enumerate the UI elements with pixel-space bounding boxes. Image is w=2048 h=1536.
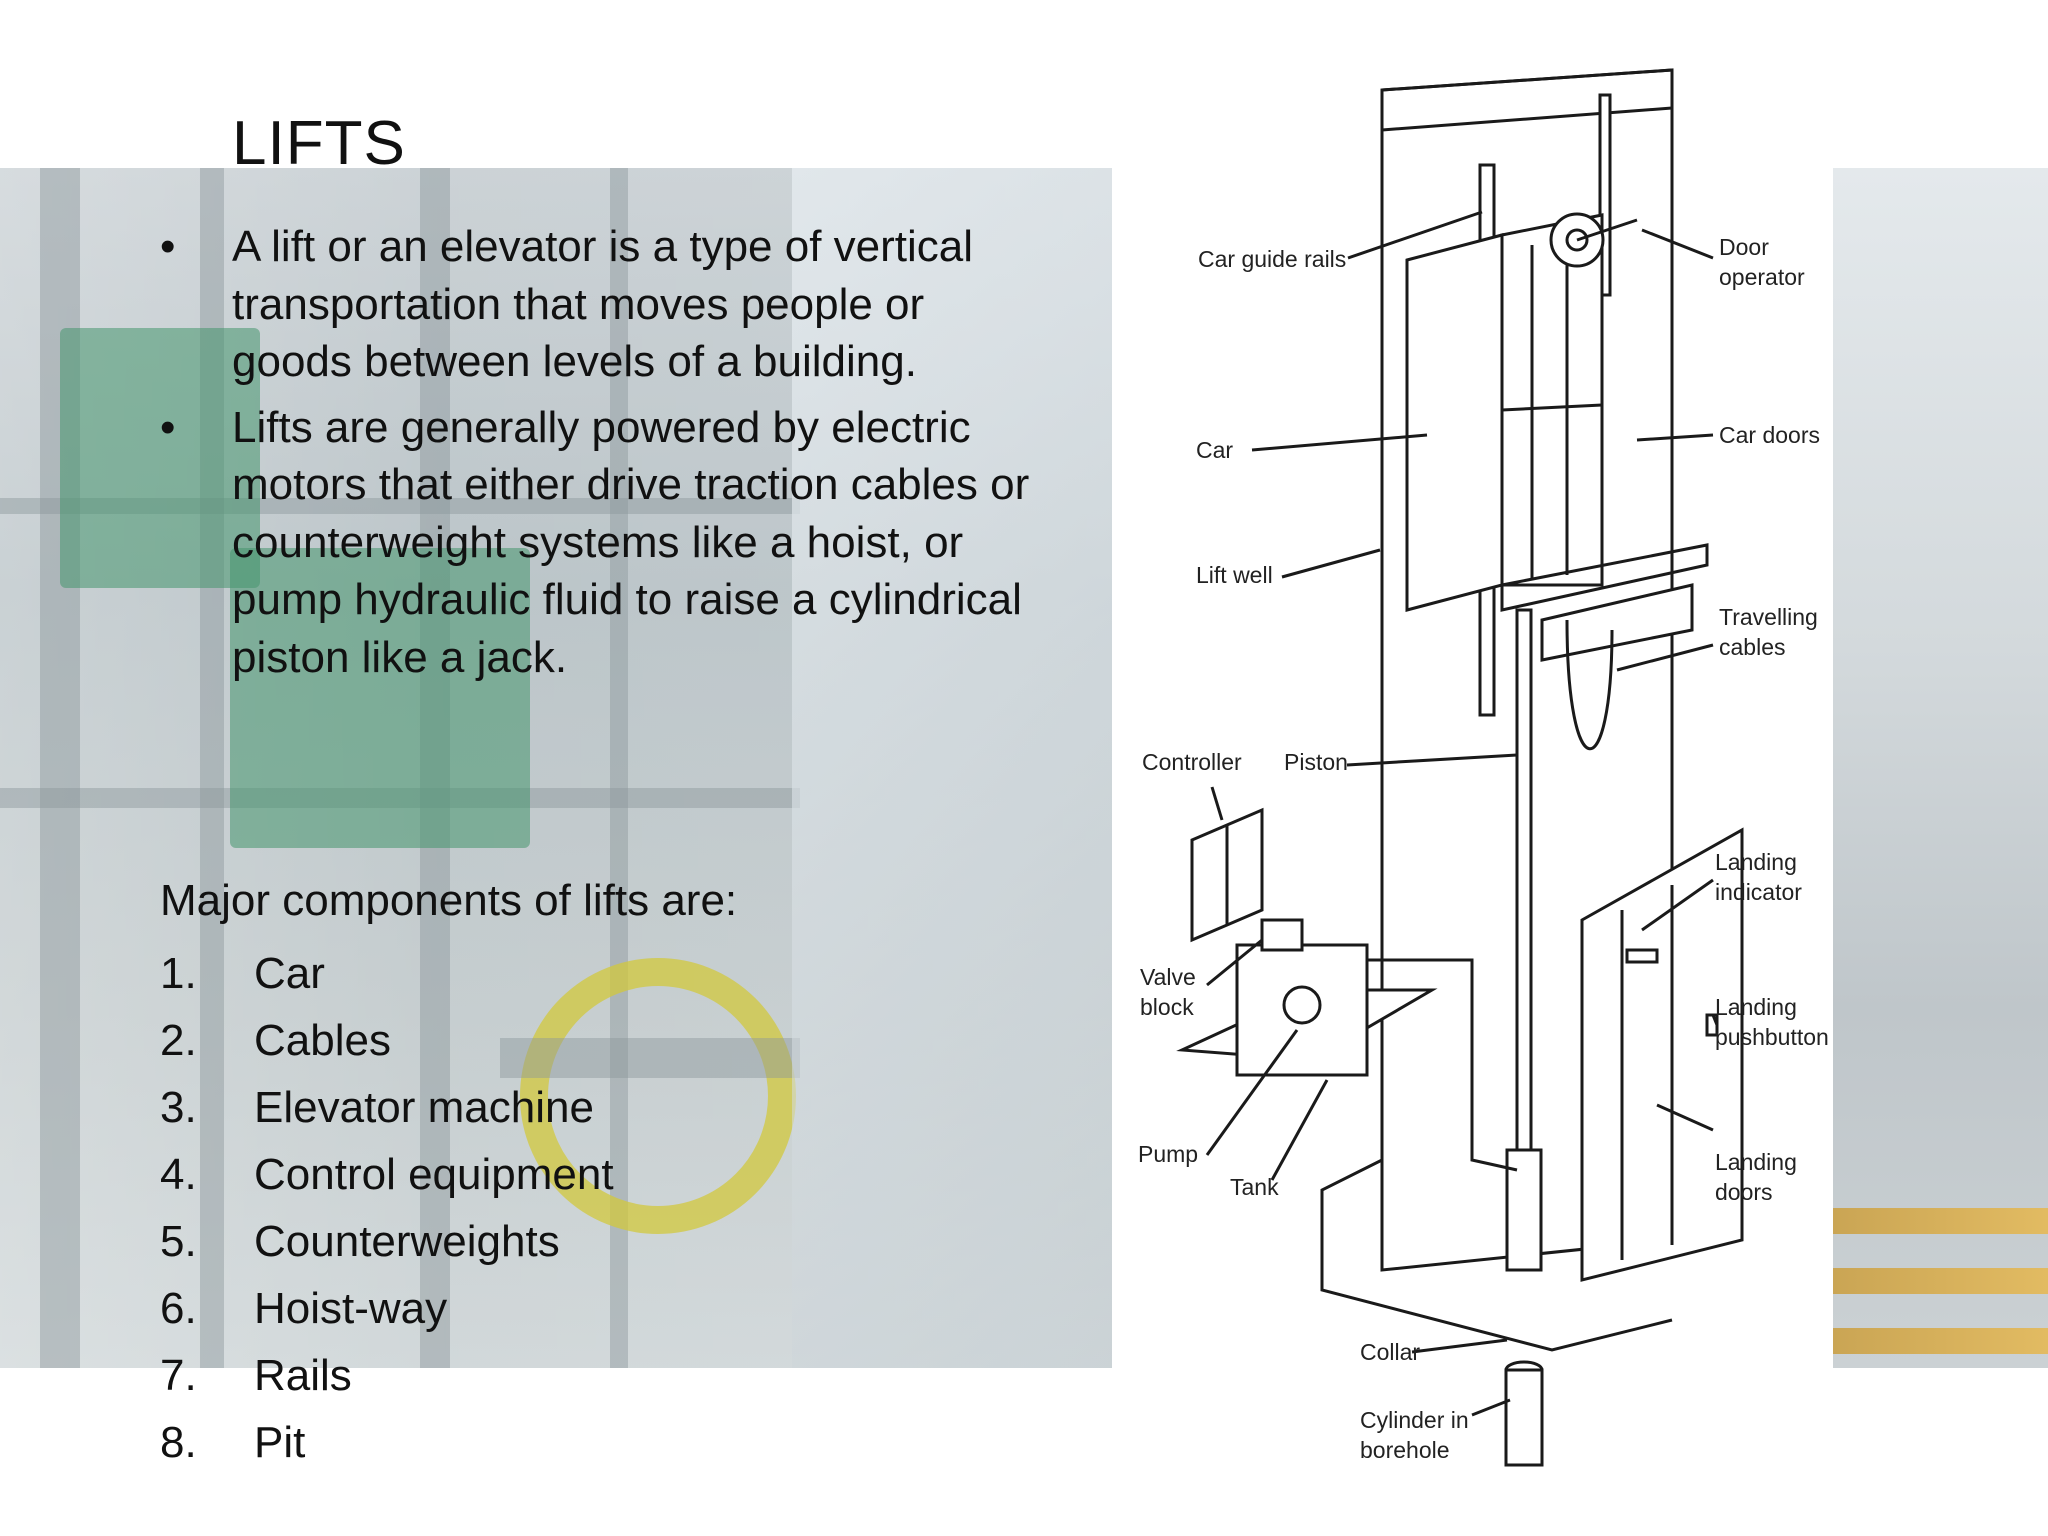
label-lift-well: Lift well <box>1196 562 1273 588</box>
label-landing-indicator-2: indicator <box>1715 879 1802 905</box>
list-label: Car <box>254 949 325 998</box>
label-car: Car <box>1196 437 1233 463</box>
pump <box>1282 985 1322 1025</box>
list-label: Pit <box>254 1418 306 1467</box>
piston <box>1515 608 1533 1202</box>
cylinder <box>1504 1368 1544 1467</box>
label-pump: Pump <box>1138 1141 1198 1167</box>
label-landing-doors: Landing <box>1715 1149 1797 1175</box>
list-item: 8. Pit <box>160 1409 614 1476</box>
list-label: Counterweights <box>254 1217 560 1266</box>
list-item: 5. Counterweights <box>160 1208 614 1275</box>
label-travelling-cables: Travelling <box>1719 604 1818 630</box>
label-cylinder-in-borehole-2: borehole <box>1360 1437 1450 1463</box>
background-photo-left <box>0 168 1112 1368</box>
components-heading: Major components of lifts are: <box>160 876 738 925</box>
list-number: 2. <box>160 1016 197 1065</box>
list-number: 7. <box>160 1351 197 1400</box>
list-number: 5. <box>160 1217 197 1266</box>
list-label: Rails <box>254 1351 352 1400</box>
list-label: Elevator machine <box>254 1083 594 1132</box>
list-item: 4. Control equipment <box>160 1141 614 1208</box>
lift-diagram: Car guide rails Door operator Car Car do… <box>1112 30 1833 1490</box>
bullet-list: • A lift or an elevator is a type of ver… <box>160 218 1040 694</box>
label-landing-pushbutton-2: pushbutton <box>1715 1024 1829 1050</box>
label-car-guide-rails: Car guide rails <box>1198 246 1346 272</box>
label-car-doors: Car doors <box>1719 422 1820 448</box>
background-photo-right <box>1833 168 2048 1368</box>
label-controller: Controller <box>1142 749 1242 775</box>
label-tank: Tank <box>1230 1174 1279 1200</box>
list-number: 3. <box>160 1083 197 1132</box>
list-label: Control equipment <box>254 1150 614 1199</box>
label-collar: Collar <box>1360 1339 1420 1365</box>
label-cylinder-in-borehole: Cylinder in <box>1360 1407 1469 1433</box>
tank <box>1235 943 1369 1077</box>
label-door-operator: Door <box>1719 234 1769 260</box>
list-number: 8. <box>160 1418 197 1467</box>
list-number: 6. <box>160 1284 197 1333</box>
label-landing-pushbutton: Landing <box>1715 994 1797 1020</box>
list-item: 3. Elevator machine <box>160 1074 614 1141</box>
label-door-operator-2: operator <box>1719 264 1805 290</box>
label-valve-block: Valve <box>1140 964 1196 990</box>
label-travelling-cables-2: cables <box>1719 634 1785 660</box>
car-front <box>1500 213 1604 587</box>
bullet-item: • Lifts are generally powered by electri… <box>160 399 1040 687</box>
list-item: 1. Car <box>160 940 614 1007</box>
list-label: Hoist-way <box>254 1284 448 1333</box>
landing-indicator <box>1625 948 1659 964</box>
label-valve-block-2: block <box>1140 994 1194 1020</box>
bullet-dot: • <box>160 222 176 271</box>
list-item: 7. Rails <box>160 1342 614 1409</box>
list-number: 4. <box>160 1150 197 1199</box>
list-number: 1. <box>160 949 197 998</box>
bullet-text: Lifts are generally powered by electric … <box>232 402 1030 682</box>
components-list: 1. Car 2. Cables 3. Elevator machine 4. Cont… <box>160 940 614 1476</box>
list-item: 2. Cables <box>160 1007 614 1074</box>
bullet-text: A lift or an elevator is a type of verti… <box>232 222 974 386</box>
car-side <box>1405 233 1504 612</box>
bullet-item: • A lift or an elevator is a type of ver… <box>160 218 1040 391</box>
list-item: 6. Hoist-way <box>160 1275 614 1342</box>
label-landing-doors-2: doors <box>1715 1179 1773 1205</box>
label-landing-indicator: Landing <box>1715 849 1797 875</box>
valve-block <box>1260 918 1304 952</box>
bullet-dot: • <box>160 402 176 452</box>
slide-title: LIFTS <box>232 109 406 178</box>
list-label: Cables <box>254 1016 391 1065</box>
label-piston: Piston <box>1284 749 1348 775</box>
